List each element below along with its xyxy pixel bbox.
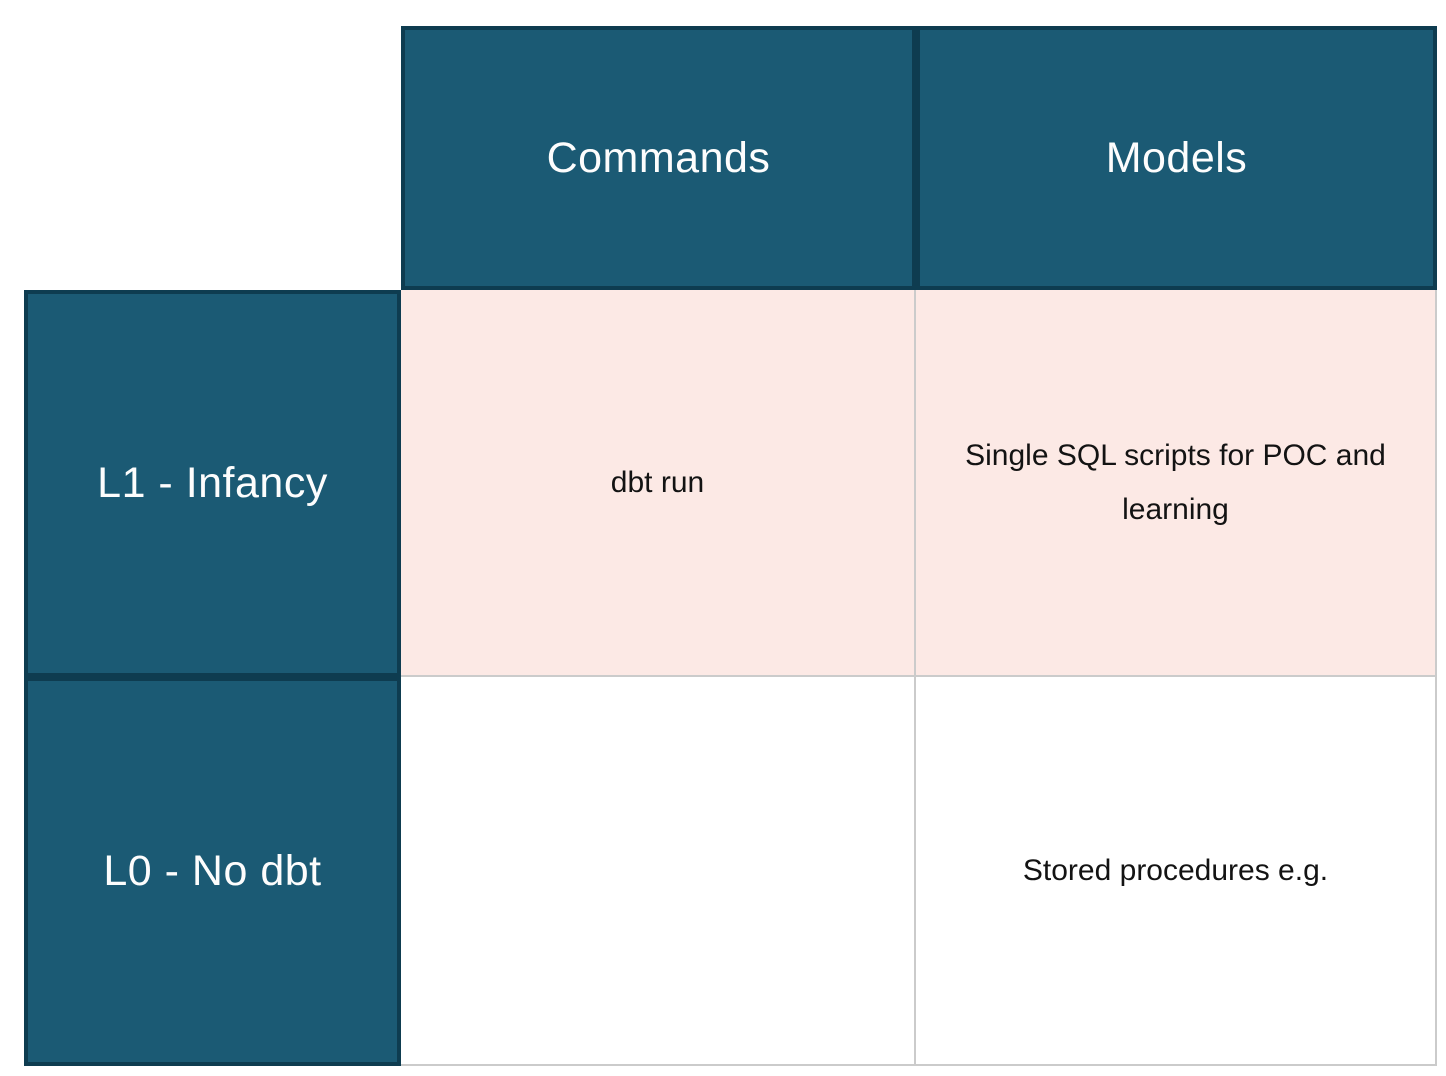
row-header-l0-no-dbt: L0 - No dbt — [24, 677, 401, 1066]
cell-l0-models: Stored procedures e.g. — [916, 677, 1437, 1066]
column-header-models-label: Models — [1105, 133, 1248, 182]
column-header-models: Models — [916, 26, 1437, 290]
cell-l1-models-text: Single SQL scripts for POC and learning — [965, 438, 1386, 526]
column-header-commands-label: Commands — [546, 133, 771, 182]
cell-l0-commands — [401, 677, 916, 1066]
cell-l1-commands: dbt run — [401, 290, 916, 677]
corner-cell — [24, 26, 401, 290]
column-header-commands: Commands — [401, 26, 916, 290]
cell-l1-models: Single SQL scripts for POC and learning — [916, 290, 1437, 677]
row-header-l1-infancy-label: L1 - Infancy — [97, 459, 328, 507]
cell-l1-commands-text: dbt run — [610, 465, 705, 499]
row-header-l1-infancy: L1 - Infancy — [24, 290, 401, 677]
row-header-l0-no-dbt-label: L0 - No dbt — [103, 847, 322, 895]
cell-l0-models-text: Stored procedures e.g. — [1022, 853, 1329, 887]
